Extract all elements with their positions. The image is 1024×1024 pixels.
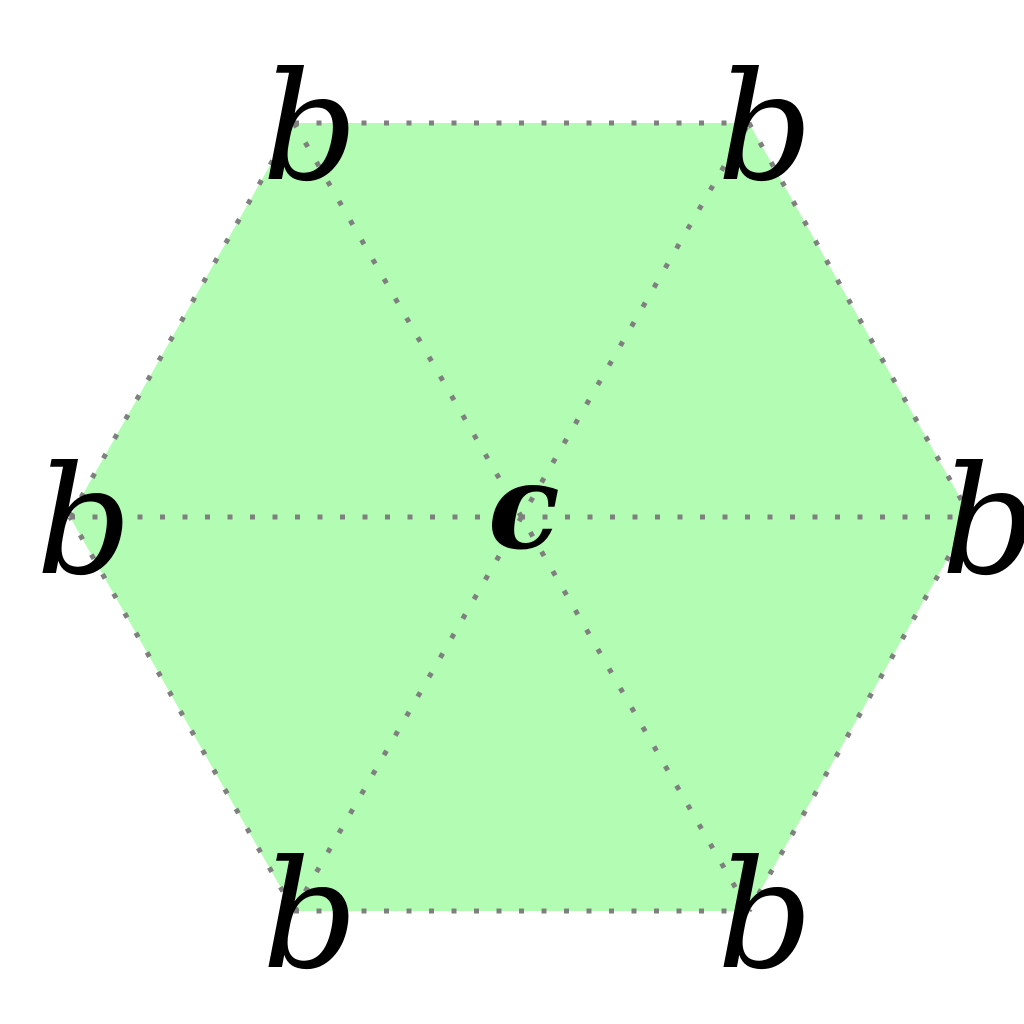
hexagon-outline	[67, 120, 974, 914]
hexagon-diagonals	[70, 121, 971, 913]
diagonal-falling	[291, 121, 752, 913]
edge-upper-right	[746, 121, 974, 519]
vertex-label-bottom-left: b	[262, 829, 358, 1003]
vertex-label-top-left: b	[262, 41, 358, 215]
vertex-label-bottom-right: b	[717, 829, 813, 1003]
edge-upper-left	[67, 121, 297, 519]
vertex-label-right: b	[941, 435, 1024, 609]
edge-lower-right	[746, 515, 974, 913]
edge-lower-left	[67, 515, 297, 913]
vertex-label-left: b	[36, 435, 132, 609]
center-label: c	[488, 437, 560, 576]
vertex-label-top-right: b	[717, 41, 813, 215]
